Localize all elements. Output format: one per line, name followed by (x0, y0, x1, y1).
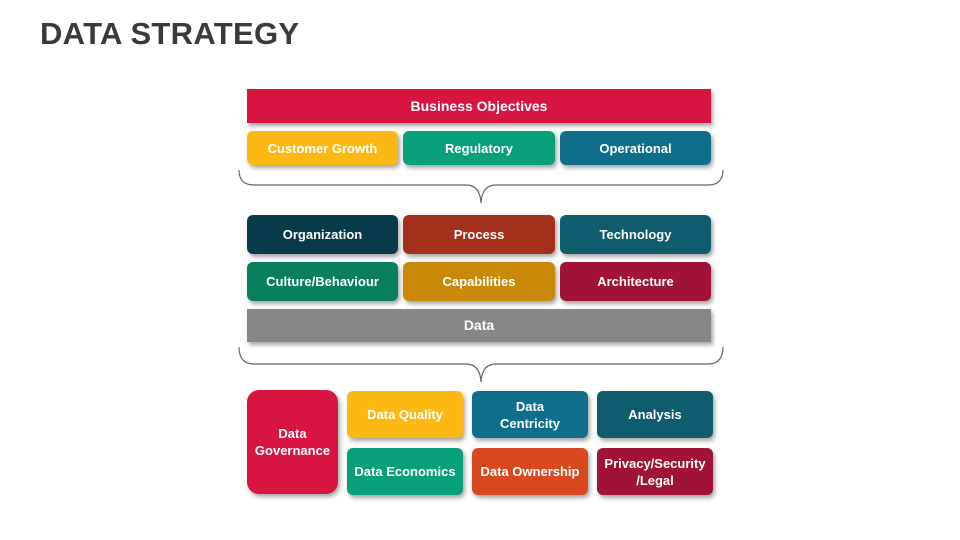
dimension-architecture: Architecture (560, 262, 711, 301)
component-data-quality: Data Quality (347, 391, 463, 438)
page-title: DATA STRATEGY (40, 16, 300, 51)
objective-customer-growth: Customer Growth (247, 131, 398, 165)
data-bar: Data (247, 309, 711, 342)
component-data-ownership: Data Ownership (472, 448, 588, 495)
dimension-capabilities: Capabilities (403, 262, 555, 301)
dimension-process: Process (403, 215, 555, 254)
objective-regulatory: Regulatory (403, 131, 555, 165)
component-data-economics: Data Economics (347, 448, 463, 495)
objective-operational: Operational (560, 131, 711, 165)
component-privacy-security-legal: Privacy/Security /Legal (597, 448, 713, 495)
component-analysis: Analysis (597, 391, 713, 438)
component-data-governance: Data Governance (247, 390, 338, 494)
dimension-technology: Technology (560, 215, 711, 254)
dimension-culture-behaviour: Culture/Behaviour (247, 262, 398, 301)
business-objectives-bar: Business Objectives (247, 89, 711, 123)
dimension-organization: Organization (247, 215, 398, 254)
component-data-centricity: Data Centricity (472, 391, 588, 438)
